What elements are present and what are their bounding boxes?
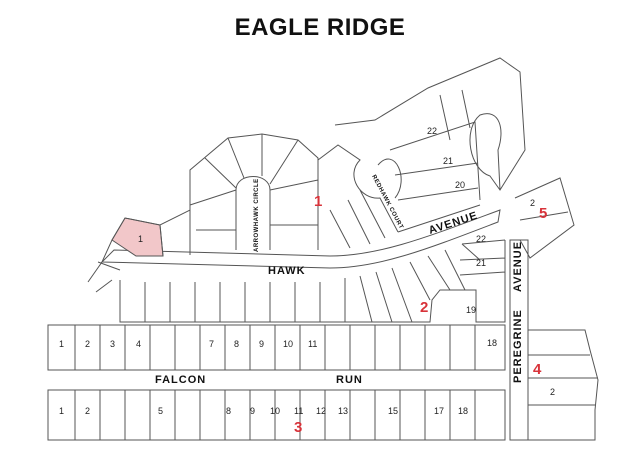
lot-number: 1: [59, 406, 64, 416]
lot-number: 11: [308, 339, 317, 349]
lot-number: 9: [259, 339, 264, 349]
lot-number: 2: [85, 406, 90, 416]
street-arrowhawk-label: ARROWHAWK CIRCLE: [254, 178, 260, 252]
lot-number: 20: [455, 180, 465, 190]
lot-lines: [47, 57, 599, 441]
lot-number: 11: [294, 406, 303, 416]
street-avenue-right-label: AVENUE: [512, 241, 524, 292]
phase-4-lots: [528, 329, 599, 441]
street-falcon-label: FALCON: [155, 374, 206, 386]
lot-number: 22: [476, 234, 486, 244]
redhawk-court-lots: [317, 57, 526, 250]
lot-number: 1: [59, 339, 64, 349]
lot-number: 5: [158, 406, 163, 416]
street-run-label: RUN: [336, 374, 363, 386]
lot-number: 4: [136, 339, 141, 349]
west-lots: [87, 209, 191, 293]
phase-4-number: 4: [533, 361, 542, 378]
lot-number: 3: [110, 339, 115, 349]
lot-number: 2: [85, 339, 90, 349]
lot-number: 2: [550, 387, 555, 397]
phase-1-number: 1: [314, 193, 322, 210]
phase-5-number: 5: [539, 205, 547, 222]
lot-number: 21: [443, 156, 453, 166]
lower-row-lots: [47, 389, 506, 441]
lot-number: 19: [466, 305, 476, 315]
lot-number: 10: [270, 406, 280, 416]
lot-number: 18: [487, 338, 497, 348]
lot-number: 17: [434, 406, 444, 416]
hawk-avenue-road: [100, 209, 501, 269]
lot-number: 2: [530, 198, 535, 208]
lot-number: 8: [226, 406, 231, 416]
lot-number: 21: [476, 258, 486, 268]
phase-3-number: 3: [294, 419, 302, 436]
lot-number: 18: [458, 406, 468, 416]
lot-number: 22: [427, 126, 437, 136]
hawk-south-lots: [119, 239, 506, 323]
phase-2-number: 2: [420, 299, 428, 316]
lot-number: 1: [138, 234, 143, 244]
phase-5-lots: [514, 177, 575, 259]
lot-number: 7: [209, 339, 214, 349]
arrowhawk-lots: [189, 133, 319, 250]
lot-number: 9: [250, 406, 255, 416]
upper-row-lots: [47, 324, 506, 371]
arrowhawk-cul-de-sac: [235, 176, 271, 250]
lot-number: 15: [388, 406, 398, 416]
lot-number: 12: [316, 406, 326, 416]
street-hawk-label: HAWK: [268, 265, 306, 277]
lot-number: 13: [338, 406, 348, 416]
lot-number: 8: [234, 339, 239, 349]
lot-number: 10: [283, 339, 293, 349]
street-redhawk-label: REDHAWK COURT: [370, 174, 404, 230]
street-peregrine-label: PEREGRINE: [512, 309, 524, 383]
map-title: EAGLE RIDGE: [234, 14, 406, 41]
